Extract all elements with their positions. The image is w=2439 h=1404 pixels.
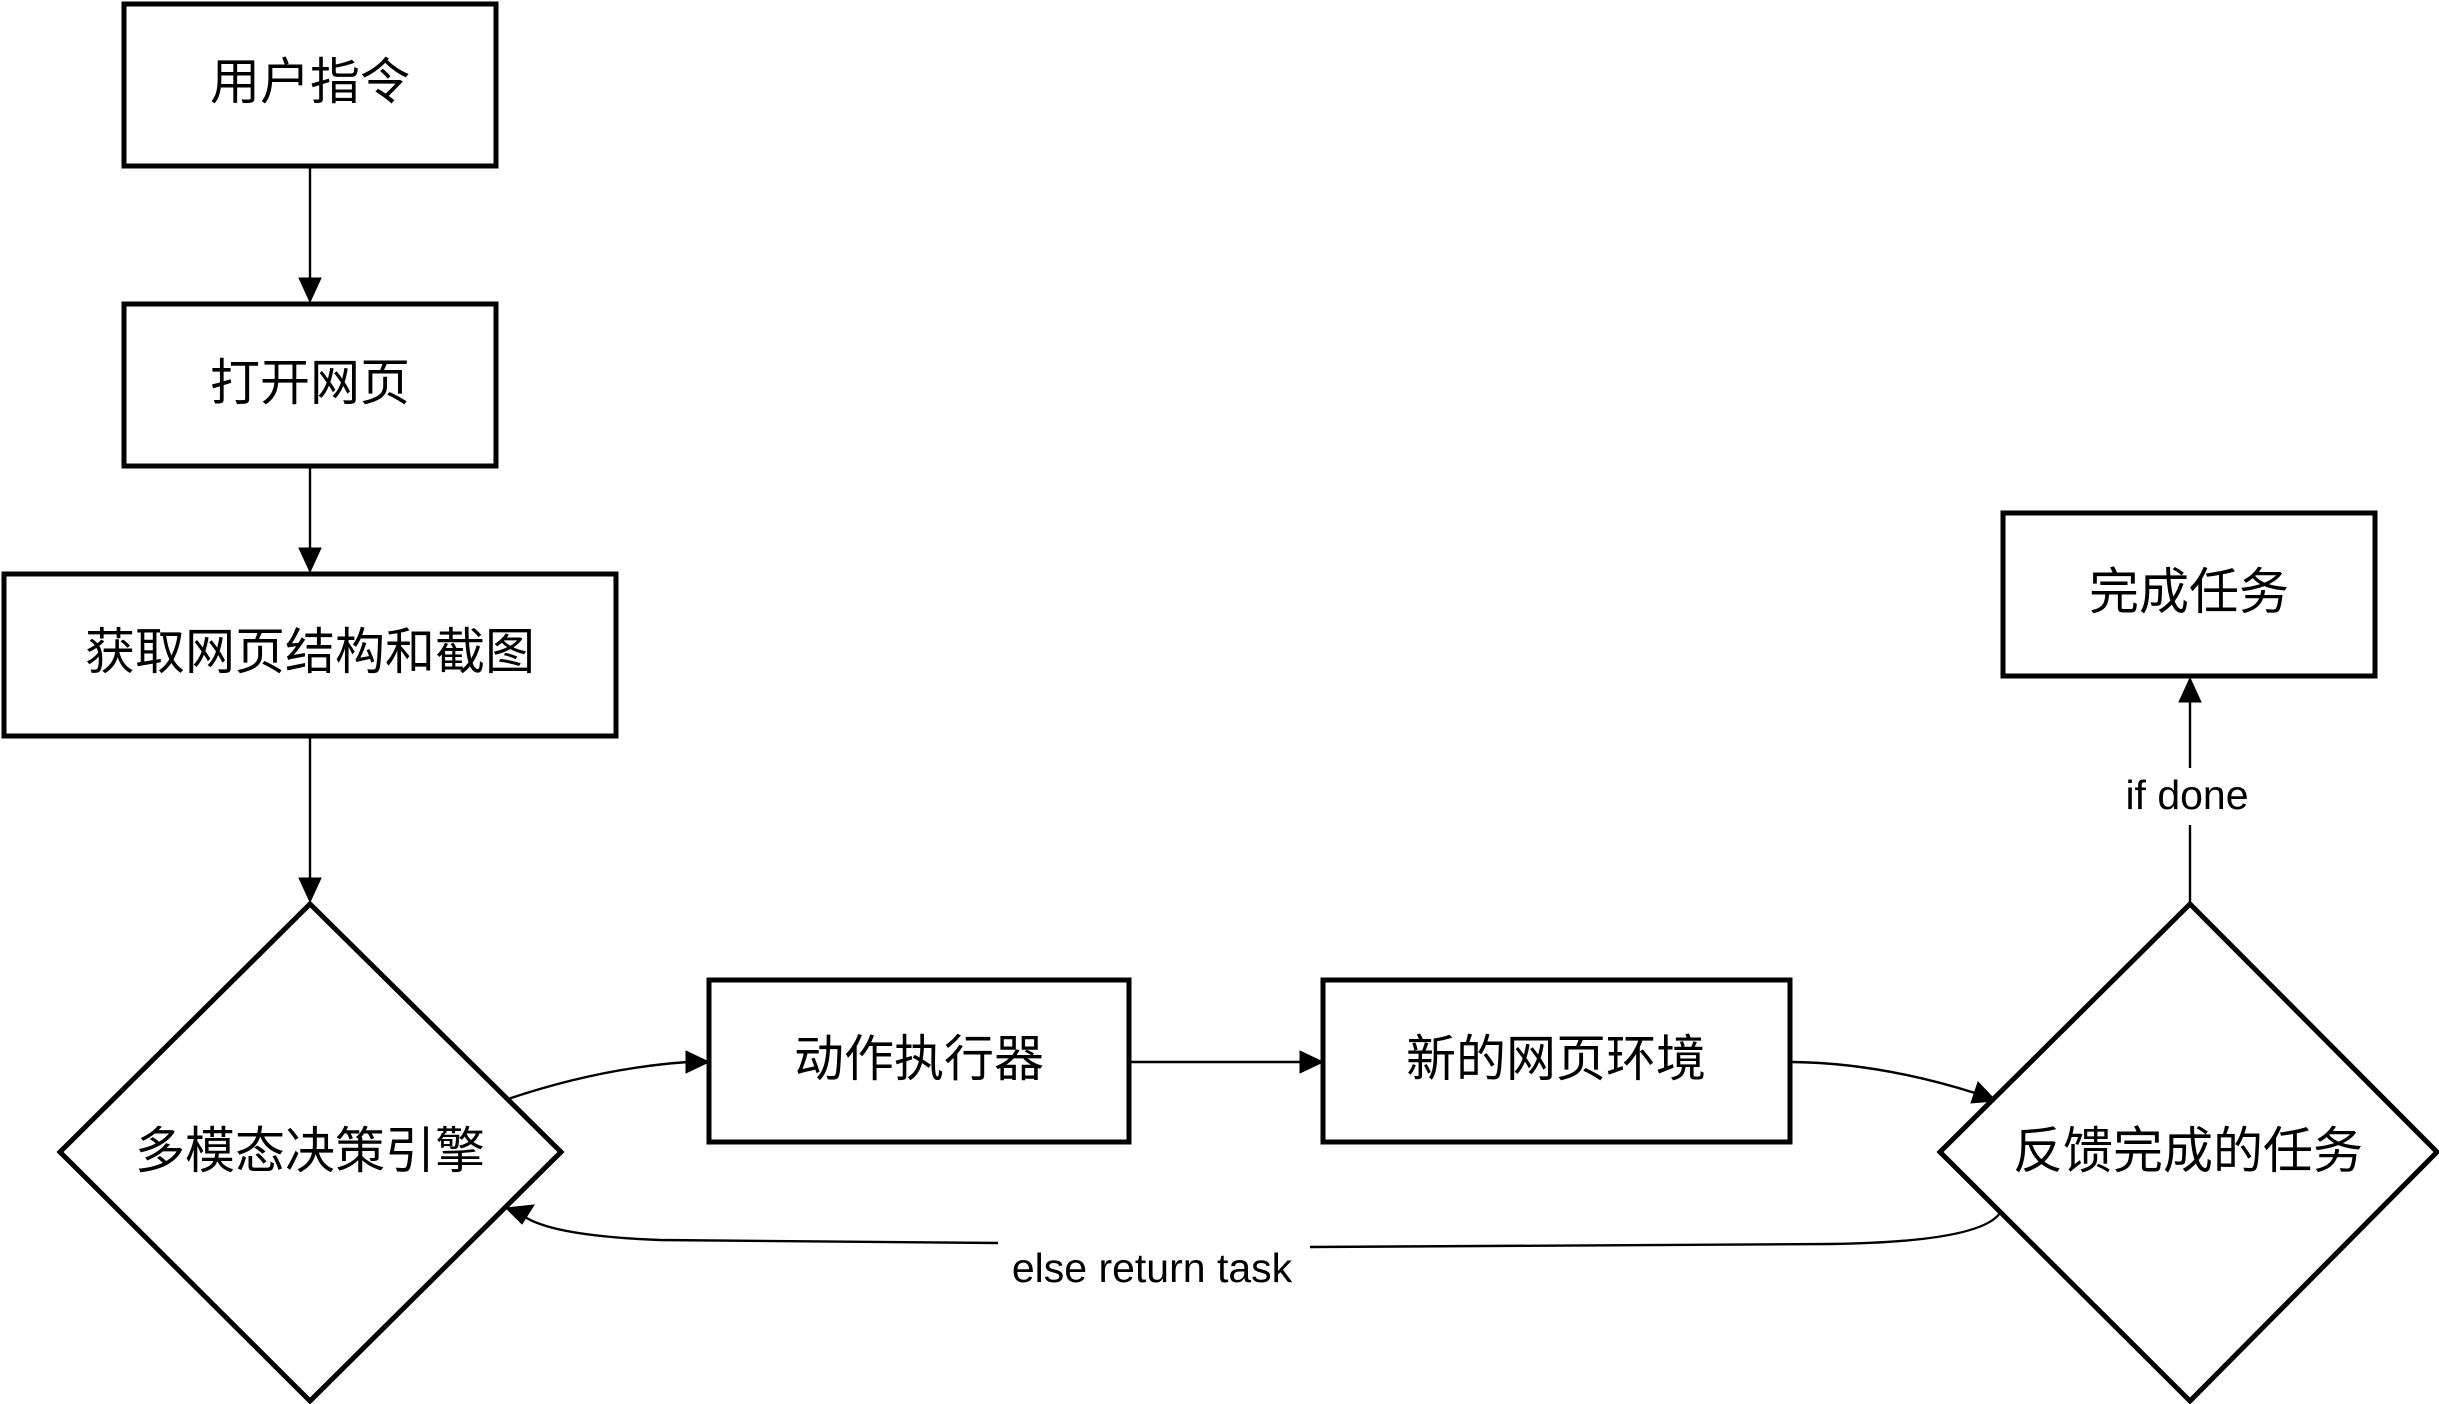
node-get-structure-label: 获取网页结构和截图 — [85, 623, 535, 681]
node-new-environment-label: 新的网页环境 — [1406, 1030, 1706, 1088]
node-decision-engine: 多模态决策引擎 — [56, 900, 565, 1404]
arrow-head-icon — [298, 277, 322, 304]
edge-environment-to-feedback — [1791, 1060, 1998, 1104]
node-action-executor-label: 动作执行器 — [794, 1030, 1044, 1088]
node-user-command-label: 用户指令 — [210, 53, 410, 111]
node-action-executor: 动作执行器 — [706, 977, 1132, 1145]
arrow-head-icon — [298, 877, 322, 904]
edge-label-if-done: if done — [2125, 772, 2248, 818]
node-open-page: 打开网页 — [121, 301, 499, 469]
edge-user-to-open — [298, 168, 322, 304]
arrow-head-icon — [1299, 1050, 1325, 1074]
node-open-page-label: 打开网页 — [210, 354, 410, 412]
edge-open-to-structure — [298, 467, 322, 574]
node-complete-task-label: 完成任务 — [2089, 563, 2289, 621]
arrow-head-icon — [685, 1050, 711, 1074]
node-decision-engine-label: 多模态决策引擎 — [135, 1122, 485, 1180]
edge-executor-to-environment — [1130, 1050, 1325, 1074]
edge-feedback-to-complete — [2178, 676, 2202, 903]
node-feedback-label: 反馈完成的任务 — [2013, 1122, 2363, 1180]
arrow-head-icon — [2178, 676, 2202, 703]
node-get-structure: 获取网页结构和截图 — [1, 571, 619, 739]
arrow-head-icon — [1970, 1081, 1998, 1104]
node-user-command: 用户指令 — [121, 1, 499, 169]
node-feedback: 反馈完成的任务 — [1936, 900, 2439, 1404]
node-new-environment: 新的网页环境 — [1320, 977, 1793, 1145]
edge-structure-to-engine — [298, 737, 322, 904]
edge-engine-to-executor — [507, 1050, 711, 1101]
edge-label-else-return-task: else return task — [1012, 1245, 1293, 1291]
edge-feedback-to-engine — [504, 1204, 2001, 1249]
arrow-head-icon — [504, 1204, 535, 1225]
arrow-head-icon — [298, 547, 322, 574]
node-complete-task: 完成任务 — [2000, 510, 2378, 679]
